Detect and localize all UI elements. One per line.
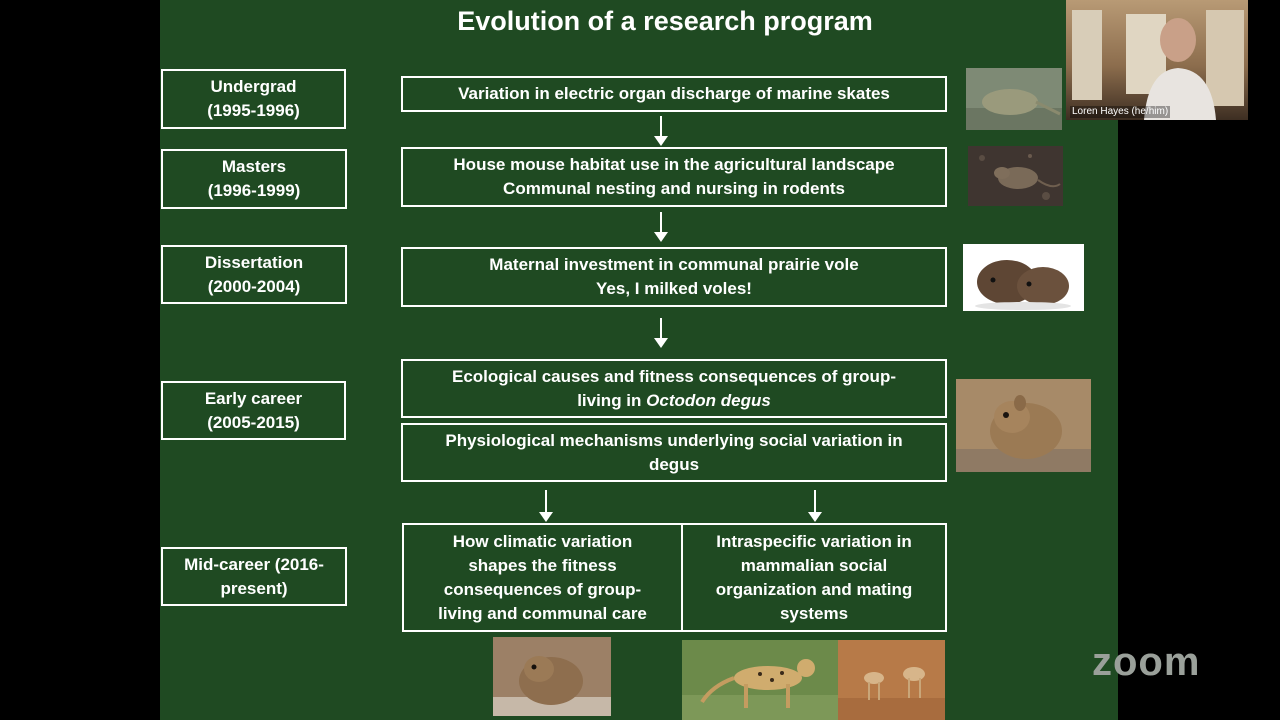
degu-photo bbox=[956, 379, 1091, 472]
topic-mid-left-line4: living and communal care bbox=[438, 603, 647, 623]
topic-dissertation-line2: Yes, I milked voles! bbox=[596, 279, 752, 298]
stage-mid-career-line2: present) bbox=[220, 578, 288, 598]
stage-masters-years: (1996-1999) bbox=[207, 181, 301, 200]
stage-early-career-years: (2005-2015) bbox=[207, 412, 300, 432]
topic-dissertation-line1: Maternal investment in communal prairie … bbox=[489, 255, 859, 274]
topic-early1-prefix: living in bbox=[577, 390, 647, 410]
stage-early-career: Early career (2005-2015) bbox=[161, 381, 346, 440]
zoom-logo: zoom bbox=[1092, 640, 1201, 684]
topic-mid-left-line3: consequences of group- bbox=[443, 579, 642, 599]
stage-undergrad-years: (1995-1996) bbox=[207, 101, 300, 120]
topic-early2-line2: degus bbox=[648, 454, 700, 474]
topic-early1-line2: living in Octodon degus bbox=[577, 389, 771, 413]
topic-masters-line2: Communal nesting and nursing in rodents bbox=[503, 179, 845, 198]
stage-dissertation-years: (2000-2004) bbox=[207, 276, 301, 296]
stage-masters: Masters (1996-1999) bbox=[161, 149, 347, 209]
topic-undergrad: Variation in electric organ discharge of… bbox=[401, 76, 947, 112]
topic-mid-career-social: Intraspecific variation in mammalian soc… bbox=[681, 523, 947, 632]
topic-early2-line1: Physiological mechanisms underlying soci… bbox=[445, 430, 903, 450]
topic-mid-career-climate: How climatic variation shapes the fitnes… bbox=[402, 523, 683, 632]
cheetah-photo bbox=[682, 640, 838, 720]
arrow-down-icon bbox=[654, 212, 668, 242]
topic-early-career-ecology: Ecological causes and fitness consequenc… bbox=[401, 359, 947, 418]
topic-mid-right-line1: Intraspecific variation in bbox=[716, 531, 912, 551]
topic-masters: House mouse habitat use in the agricultu… bbox=[401, 147, 947, 207]
slide-title: Evolution of a research program bbox=[457, 6, 873, 36]
topic-early1-line1: Ecological causes and fitness consequenc… bbox=[451, 366, 896, 386]
arrow-down-icon bbox=[539, 490, 553, 522]
arrow-down-icon bbox=[654, 116, 668, 146]
stage-mid-career-line1: Mid-career (2016- bbox=[184, 554, 324, 574]
house-mouse-photo bbox=[968, 146, 1063, 206]
participant-name-label: Loren Hayes (he/him) bbox=[1070, 106, 1171, 118]
topic-mid-left-line1: How climatic variation bbox=[452, 531, 633, 551]
antelope-photo bbox=[838, 640, 945, 720]
topic-early-career-physiology: Physiological mechanisms underlying soci… bbox=[401, 423, 947, 482]
stage-dissertation-name: Dissertation bbox=[204, 252, 304, 272]
degu-photo-small bbox=[493, 637, 611, 716]
species-name: Octodon degus bbox=[646, 390, 771, 410]
topic-mid-right-line4: systems bbox=[779, 603, 849, 623]
stage-masters-name: Masters bbox=[221, 157, 287, 176]
participant-video-tile[interactable]: Loren Hayes (he/him) bbox=[1066, 0, 1248, 120]
stage-early-career-name: Early career bbox=[204, 388, 303, 408]
stage-mid-career: Mid-career (2016- present) bbox=[161, 547, 347, 606]
topic-dissertation: Maternal investment in communal prairie … bbox=[401, 247, 947, 307]
topic-mid-right-line3: organization and mating bbox=[715, 579, 913, 599]
arrow-down-icon bbox=[808, 490, 822, 522]
arrow-down-icon bbox=[654, 318, 668, 348]
skate-photo bbox=[966, 68, 1062, 130]
stage-undergrad: Undergrad (1995-1996) bbox=[161, 69, 346, 129]
stage-undergrad-name: Undergrad bbox=[210, 77, 297, 96]
prairie-vole-photo bbox=[963, 244, 1084, 311]
stage-dissertation: Dissertation (2000-2004) bbox=[161, 245, 347, 304]
participant-video-feed bbox=[1072, 10, 1244, 120]
topic-mid-left-line2: shapes the fitness bbox=[468, 555, 617, 575]
topic-mid-right-line2: mammalian social bbox=[740, 555, 888, 575]
topic-masters-line1: House mouse habitat use in the agricultu… bbox=[453, 155, 895, 174]
presentation-slide: Evolution of a research program Undergra… bbox=[160, 0, 1118, 720]
